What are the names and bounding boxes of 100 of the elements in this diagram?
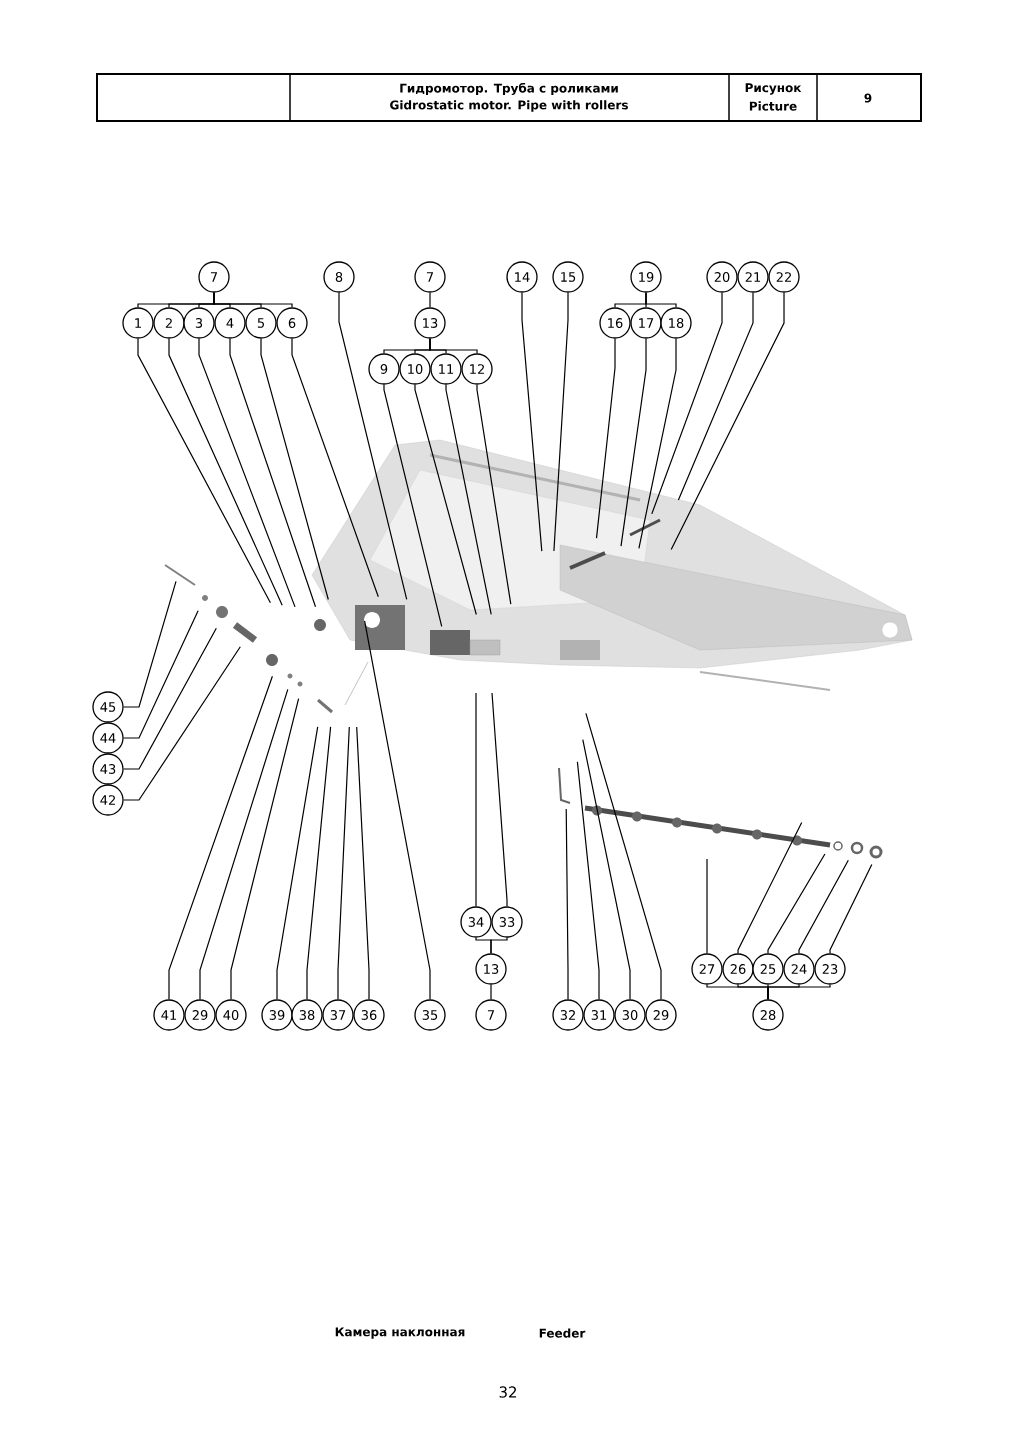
leader-line xyxy=(276,726,319,1000)
leader-line xyxy=(168,338,283,606)
callout-number: 42 xyxy=(92,784,124,816)
title: Гидромотор. Труба с роликами xyxy=(400,82,618,96)
leader-line xyxy=(576,761,600,1000)
leader-line xyxy=(553,292,569,552)
leader-line xyxy=(260,338,329,601)
subtitle: Gidrostatic motor. Pipe with rollers xyxy=(390,100,628,112)
callout-number: 30 xyxy=(614,999,646,1031)
callout-number: 13 xyxy=(414,307,446,339)
leader-line xyxy=(306,726,332,1000)
leader-line xyxy=(565,808,569,1000)
callout-number: 45 xyxy=(92,691,124,723)
callout-number: 28 xyxy=(752,999,784,1031)
leader-line xyxy=(364,620,431,1000)
callout-number: 38 xyxy=(291,999,323,1031)
callout-number: 43 xyxy=(92,753,124,785)
figure-number: 9 xyxy=(864,93,872,103)
callout-number: 33 xyxy=(491,906,523,938)
leader-line xyxy=(521,292,543,552)
header-label: Рисунок xyxy=(745,83,802,95)
leader-line xyxy=(291,338,379,598)
leader-line xyxy=(491,692,508,907)
callout-number: 44 xyxy=(92,722,124,754)
leader-line xyxy=(445,384,492,615)
callout-number: 39 xyxy=(261,999,293,1031)
callout-number: 20 xyxy=(706,261,738,293)
leader-line xyxy=(595,338,616,539)
callout-number: 1 xyxy=(122,307,154,339)
callout-number: 8 xyxy=(323,261,355,293)
callout-number: 18 xyxy=(660,307,692,339)
leader-line xyxy=(829,864,873,954)
callout-number: 14 xyxy=(506,261,538,293)
leader-line xyxy=(198,338,296,608)
bracket-line xyxy=(645,292,677,308)
callout-number: 9 xyxy=(368,353,400,385)
leader-line xyxy=(582,739,631,1000)
leader-line xyxy=(229,338,317,608)
header-label: Picture xyxy=(749,101,797,111)
leader-line xyxy=(677,292,754,501)
callout-number: 19 xyxy=(630,261,662,293)
leader-line xyxy=(123,610,199,739)
callout-number: 5 xyxy=(245,307,277,339)
callout-number: 31 xyxy=(583,999,615,1031)
callout-number: 36 xyxy=(353,999,385,1031)
leader-line xyxy=(651,292,723,515)
callout-number: 29 xyxy=(184,999,216,1031)
leader-line xyxy=(476,384,512,605)
callout-number: 13 xyxy=(475,953,507,985)
callout-number: 15 xyxy=(552,261,584,293)
bracket-line xyxy=(767,984,831,1000)
leader-line xyxy=(168,675,273,1000)
callout-number: 6 xyxy=(276,307,308,339)
leader-line xyxy=(137,338,271,604)
callout-number: 25 xyxy=(752,953,784,985)
callout-number: 34 xyxy=(460,906,492,938)
callout-number: 27 xyxy=(691,953,723,985)
callout-number: 2 xyxy=(153,307,185,339)
callout-number: 24 xyxy=(783,953,815,985)
callout-number: 21 xyxy=(737,261,769,293)
callout-number: 32 xyxy=(552,999,584,1031)
callout-number: 26 xyxy=(722,953,754,985)
callout-number: 29 xyxy=(645,999,677,1031)
leader-line xyxy=(383,384,443,627)
leader-line xyxy=(798,859,849,954)
leader-line xyxy=(199,688,289,1000)
leader-line xyxy=(338,292,408,600)
leader-line xyxy=(123,646,241,801)
leader-line xyxy=(356,726,370,1000)
leader-line xyxy=(123,580,177,708)
leader-line xyxy=(123,627,217,770)
leader-line xyxy=(638,338,677,549)
footer-text: Feeder xyxy=(539,1328,586,1338)
callout-number: 10 xyxy=(399,353,431,385)
callout-number: 41 xyxy=(153,999,185,1031)
bracket-line xyxy=(490,984,492,1000)
callout-number: 40 xyxy=(215,999,247,1031)
leader-line xyxy=(706,858,708,954)
callout-number: 16 xyxy=(599,307,631,339)
leader-line xyxy=(230,698,300,1000)
callout-number: 4 xyxy=(214,307,246,339)
callout-number: 17 xyxy=(630,307,662,339)
leader-line xyxy=(337,726,350,1000)
leader-line xyxy=(767,853,826,954)
leader-line xyxy=(414,384,477,616)
bracket-line xyxy=(429,338,478,354)
page-number: 32 xyxy=(499,1386,517,1398)
footer-text: Камера наклонная xyxy=(335,1327,465,1339)
callout-number: 22 xyxy=(768,261,800,293)
leader-line xyxy=(475,692,477,907)
callout-number: 23 xyxy=(814,953,846,985)
callout-number: 35 xyxy=(414,999,446,1031)
callout-number: 7 xyxy=(198,261,230,293)
callout-number: 7 xyxy=(414,261,446,293)
bracket-line xyxy=(490,937,508,954)
callout-number: 3 xyxy=(183,307,215,339)
leader-line xyxy=(585,712,662,1000)
bracket-line xyxy=(213,292,293,308)
callout-number: 12 xyxy=(461,353,493,385)
leader-line xyxy=(620,338,647,547)
